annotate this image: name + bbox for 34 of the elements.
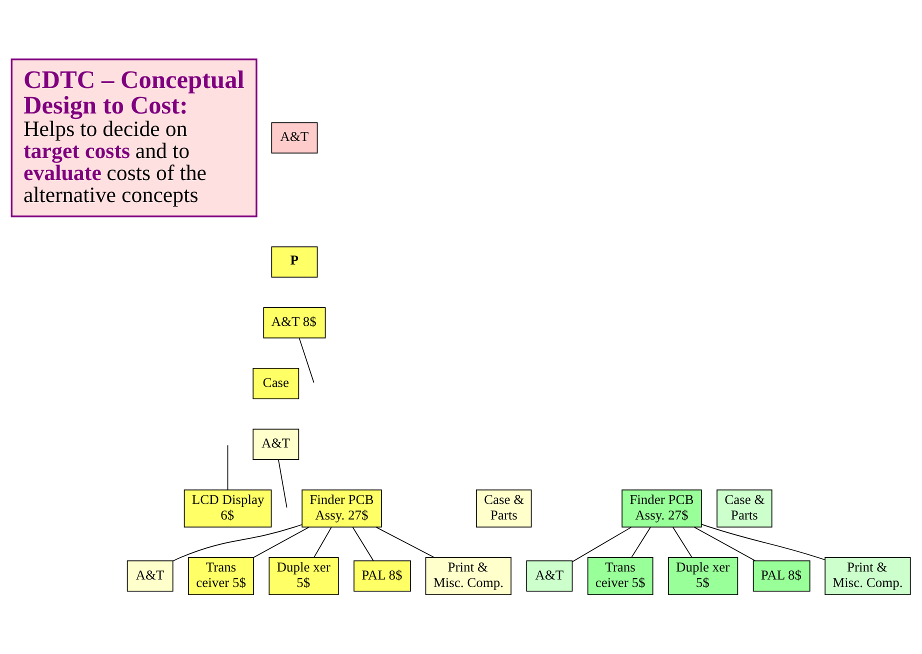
- connector: [672, 526, 692, 558]
- node-box: Trans ceiver 5$: [188, 557, 254, 596]
- connector: [298, 338, 314, 384]
- node-box: Finder PCB Assy. 27$: [302, 490, 382, 528]
- node-box: Print & Misc. Comp.: [824, 557, 911, 596]
- node-box: A&T: [526, 560, 573, 592]
- connector: [253, 526, 310, 558]
- connector: [572, 526, 632, 562]
- node-box: Duple xer 5$: [668, 557, 738, 596]
- connector: [172, 524, 302, 562]
- connector: [694, 526, 756, 562]
- node-box: Case & Parts: [716, 490, 772, 528]
- node-box: P: [271, 246, 318, 278]
- node-box: CDTC – Conceptual Design to Cost: Helps to decide on target costs and to evaluate costs of the alternative concepts: [10, 58, 258, 218]
- node-box: A&T: [252, 428, 300, 460]
- connector: [352, 526, 374, 562]
- connector: [314, 526, 332, 558]
- node-box: A&T: [271, 122, 318, 154]
- connector: [701, 524, 826, 560]
- node-box: Print & Misc. Comp.: [425, 557, 512, 596]
- node-box: A&T: [126, 560, 174, 592]
- connector: [376, 526, 435, 558]
- node-box: Duple xer 5$: [268, 557, 339, 596]
- connector: [278, 459, 288, 508]
- node-box: A&T 8$: [263, 307, 326, 338]
- node-box: Finder PCB Assy. 27$: [622, 490, 702, 528]
- node-box: Case: [252, 368, 300, 400]
- node-box: Trans ceiver 5$: [587, 557, 654, 596]
- connector: [631, 526, 651, 558]
- node-box: PAL 8$: [354, 560, 411, 592]
- node-box: PAL 8$: [752, 560, 810, 592]
- node-box: LCD Display 6$: [184, 490, 272, 528]
- connector: [227, 444, 228, 490]
- node-box: Case & Parts: [476, 490, 532, 528]
